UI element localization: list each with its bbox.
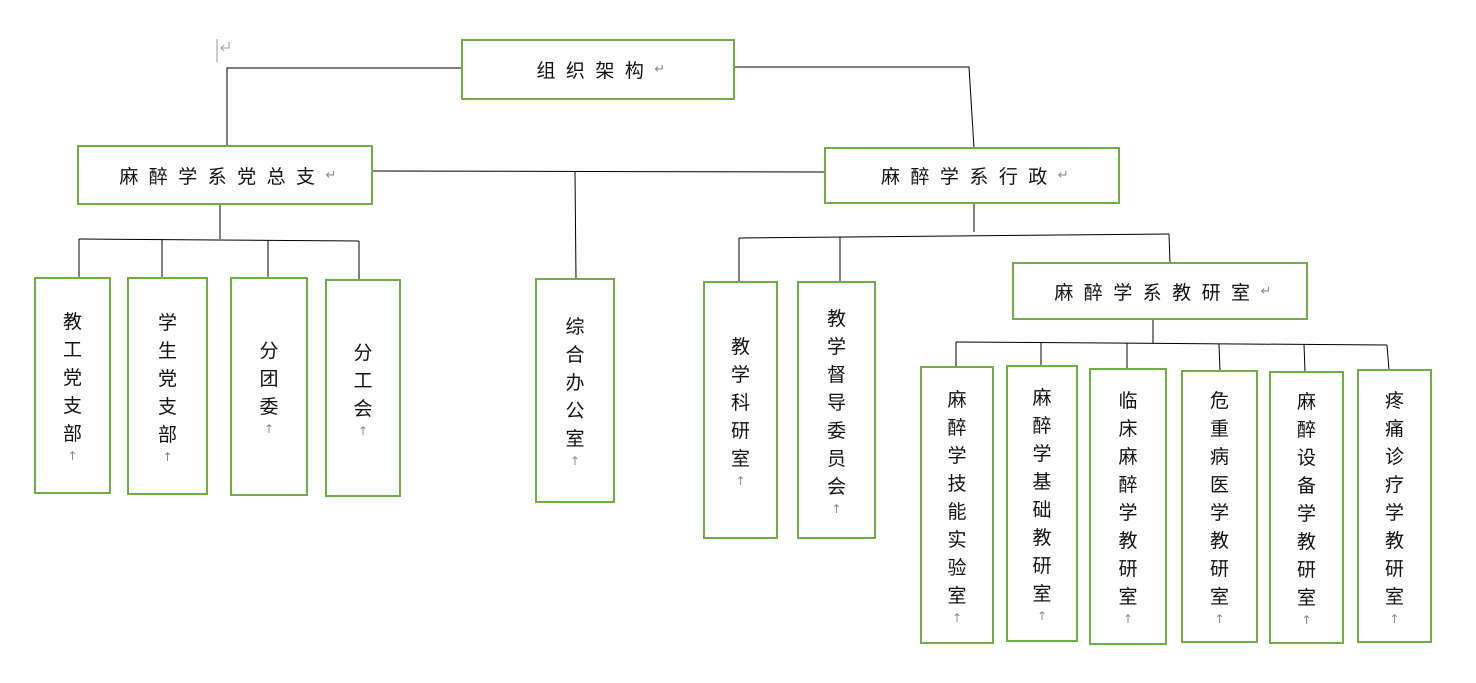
paragraph-mark-icon: ↵ (1260, 283, 1272, 299)
paragraph-mark-icon: ↑ (1214, 612, 1225, 626)
node-teaching: 麻醉学系教研室↵ (1012, 262, 1308, 320)
node-label: 分团委 (259, 340, 279, 418)
connector-admin-bus (738, 233, 1170, 239)
node-teaching-child: 危重病医学教研室 ↑ (1181, 370, 1258, 643)
paragraph-mark-icon: ↑ (1122, 612, 1134, 626)
edit-cursor-icon (216, 39, 230, 62)
connector-teach-c4 (1218, 343, 1221, 372)
node-label: 麻醉设备学教研室 (1296, 391, 1316, 609)
node-label: 组织架构 (536, 60, 655, 82)
node-teaching-child: 麻醉学基础教研室 ↑ (1006, 365, 1078, 642)
node-party-child: 学生党支部 ↑ (127, 277, 208, 495)
connector-office (574, 171, 577, 280)
node-admin-branch: 麻醉学系行政↵ (824, 147, 1120, 204)
connector-admin-c3 (1168, 233, 1171, 264)
node-party-child: 分团委 ↑ (230, 277, 308, 496)
paragraph-mark-icon: ↑ (735, 473, 746, 488)
paragraph-mark-icon: ↑ (1301, 613, 1312, 627)
node-label: 危重病医学教研室 (1209, 390, 1229, 608)
node-teaching-child: 麻醉学技能实验室 ↑ (920, 366, 994, 644)
node-label: 临床麻醉学教研室 (1118, 390, 1138, 608)
node-label: 分工会 (353, 341, 373, 420)
node-party-child: 分工会 ↑ (325, 279, 401, 497)
node-teaching-child: 疼痛诊疗学教研室 ↑ (1357, 369, 1432, 643)
node-label: 教学督导委员会 (826, 307, 846, 498)
paragraph-mark-icon: ↑ (951, 610, 963, 625)
paragraph-mark-icon: ↑ (1036, 609, 1048, 623)
connector-teach-c5 (1303, 343, 1306, 373)
connector-root-party (226, 67, 461, 146)
connector-party-bus (78, 238, 360, 242)
node-label: 麻醉学系教研室 (1054, 281, 1261, 304)
node-label: 疼痛诊疗学教研室 (1384, 389, 1404, 608)
node-label: 麻醉学技能实验室 (947, 388, 967, 607)
paragraph-mark-icon: ↑ (831, 501, 842, 516)
node-label: 综合办公室 (565, 316, 585, 450)
paragraph-mark-icon: ↑ (67, 449, 78, 463)
node-teaching-child: 临床麻醉学教研室 ↑ (1089, 368, 1167, 645)
connector-root-admin (735, 66, 975, 149)
connector-teach-c6 (1386, 344, 1390, 371)
paragraph-mark-icon: ↵ (1057, 168, 1069, 183)
connector-teach-bus (955, 341, 1388, 346)
paragraph-mark-icon: ↑ (162, 449, 173, 464)
node-label: 教工党支部 (62, 311, 82, 445)
node-party-branch: 麻醉学系党总支↵ (77, 145, 373, 205)
paragraph-mark-icon: ↑ (357, 423, 369, 438)
node-label: 麻醉学系行政 (881, 166, 1058, 188)
paragraph-mark-icon: ↑ (263, 422, 275, 436)
node-root: 组织架构↵ (461, 39, 735, 100)
paragraph-mark-icon: ↵ (325, 167, 337, 183)
node-label: 麻醉学基础教研室 (1032, 387, 1052, 605)
node-party-child: 教工党支部 ↑ (34, 277, 111, 494)
node-label: 学生党支部 (157, 311, 177, 446)
node-teaching-child: 麻醉设备学教研室 ↑ (1269, 371, 1344, 644)
paragraph-mark-icon: ↑ (569, 454, 581, 468)
node-label: 麻醉学系党总支 (119, 165, 326, 188)
node-office: 综合办公室 ↑ (535, 278, 615, 503)
paragraph-mark-icon: ↑ (1389, 611, 1400, 626)
node-admin-child: 教学督导委员会 ↑ (797, 281, 876, 539)
paragraph-mark-icon: ↵ (654, 62, 666, 77)
node-label: 教学科研室 (730, 335, 750, 470)
connector-party-admin (371, 170, 826, 173)
node-admin-child: 教学科研室 ↑ (703, 281, 778, 539)
